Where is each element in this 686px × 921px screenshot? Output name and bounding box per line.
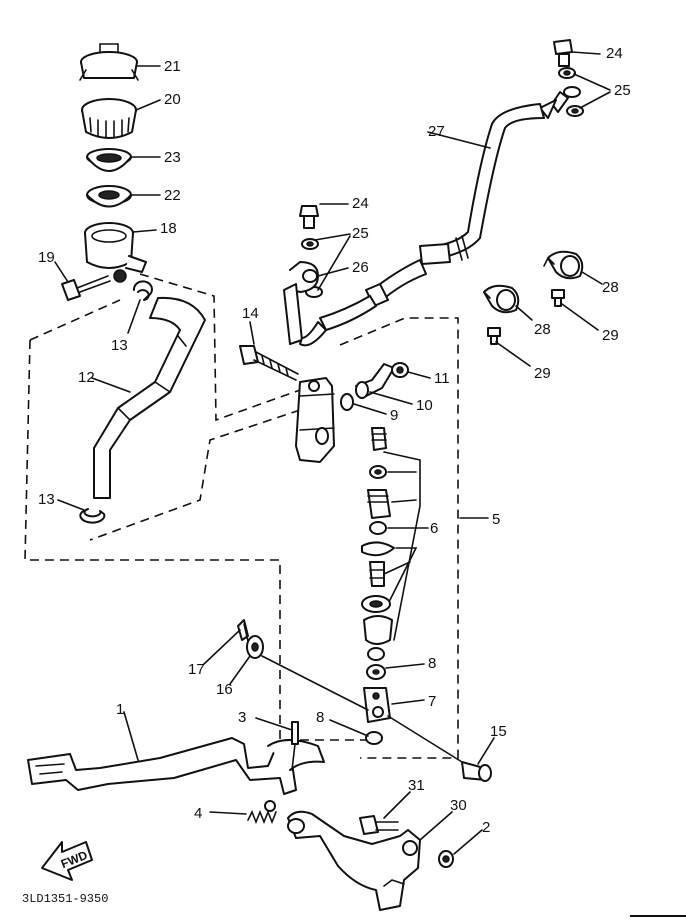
- diaphragm-plate-22: [86, 185, 132, 208]
- callout-20: 20: [164, 91, 181, 108]
- callout-9: 9: [390, 407, 398, 424]
- brake-hose-27: [283, 91, 569, 347]
- o-ring-9: [340, 393, 354, 411]
- callout-28-upper: 28: [602, 279, 619, 296]
- callout-8-lower: 8: [316, 709, 324, 726]
- clevis-pin-3: [291, 721, 299, 771]
- callout-29-upper: 29: [602, 327, 619, 344]
- callout-19: 19: [38, 249, 55, 266]
- washer-2: [438, 850, 454, 868]
- callout-3: 3: [238, 709, 246, 726]
- callout-leader-lines: [54, 51, 611, 855]
- screw-29-lower: [487, 327, 501, 345]
- callout-4: 4: [194, 805, 202, 822]
- callout-27: 27: [428, 123, 445, 140]
- callout-30: 30: [450, 797, 467, 814]
- callout-1: 1: [116, 701, 124, 718]
- union-bolt-24-lower: [299, 205, 319, 229]
- callout-6: 6: [430, 520, 438, 537]
- bolt-19: [61, 269, 127, 301]
- bolt-31: [359, 815, 399, 835]
- hose-clamp-13-lower: [79, 508, 106, 524]
- reservoir-cap-20: [81, 98, 137, 139]
- bolt-14: [239, 345, 299, 381]
- screw-29-upper: [551, 289, 565, 307]
- callout-2: 2: [482, 819, 490, 836]
- callout-13-lower: 13: [38, 491, 55, 508]
- forward-direction-arrow: FWD: [41, 841, 93, 881]
- assembly-dashed-outline: [24, 273, 459, 759]
- union-bolt-24-upper: [553, 39, 573, 67]
- callout-23: 23: [164, 149, 181, 166]
- brake-pedal-1: [27, 737, 325, 795]
- copper-washers-25-upper: [558, 67, 584, 117]
- reservoir-cap-holder-21: [79, 43, 139, 81]
- callout-11: 11: [434, 370, 450, 387]
- callout-26: 26: [352, 259, 369, 276]
- callout-10: 10: [416, 397, 433, 414]
- part-number-labels: 21 20 23 22 18 19 13 12 13 14 24 25 26 2…: [38, 45, 631, 836]
- callout-5: 5: [492, 511, 500, 528]
- clevis-7: [363, 687, 391, 723]
- kit-leader-lines: [383, 451, 421, 641]
- pin-15: [461, 761, 492, 782]
- callout-16: 16: [216, 681, 233, 698]
- callout-18: 18: [160, 220, 177, 237]
- diaphragm-23: [86, 148, 132, 172]
- return-spring-4: [247, 800, 277, 825]
- hose-clamp-28-lower: [483, 284, 520, 314]
- callout-24-upper: 24: [606, 45, 623, 62]
- callout-8-upper: 8: [428, 655, 436, 672]
- callout-17: 17: [188, 661, 205, 678]
- reservoir-hose-12: [93, 296, 206, 499]
- washer-16: [246, 635, 264, 659]
- reservoir-tank-18: [84, 222, 147, 273]
- cylinder-kit-parts-6: [361, 427, 395, 661]
- drawing-code: 3LD1351-9350: [22, 892, 108, 906]
- pivot-bracket-30: [287, 810, 421, 911]
- callout-25-lower: 25: [352, 225, 369, 242]
- callout-12: 12: [78, 369, 95, 386]
- screw-11: [391, 362, 409, 378]
- pin-axis-line: [261, 655, 463, 763]
- callout-21: 21: [164, 58, 181, 75]
- callout-31: 31: [408, 777, 425, 794]
- nut-8-upper: [366, 664, 386, 680]
- callout-14: 14: [242, 305, 259, 322]
- callout-24-lower: 24: [352, 195, 369, 212]
- callout-28-lower: 28: [534, 321, 551, 338]
- master-cylinder-body: [295, 377, 335, 463]
- callout-22: 22: [164, 187, 181, 204]
- hose-clamp-28-upper: [543, 250, 584, 280]
- callout-29-lower: 29: [534, 365, 551, 382]
- callout-25-upper: 25: [614, 82, 631, 99]
- nut-8-lower: [365, 731, 383, 745]
- callout-13-upper: 13: [111, 337, 128, 354]
- hose-clamp-13-upper: [132, 280, 153, 301]
- callout-7: 7: [428, 693, 436, 710]
- callout-15: 15: [490, 723, 507, 740]
